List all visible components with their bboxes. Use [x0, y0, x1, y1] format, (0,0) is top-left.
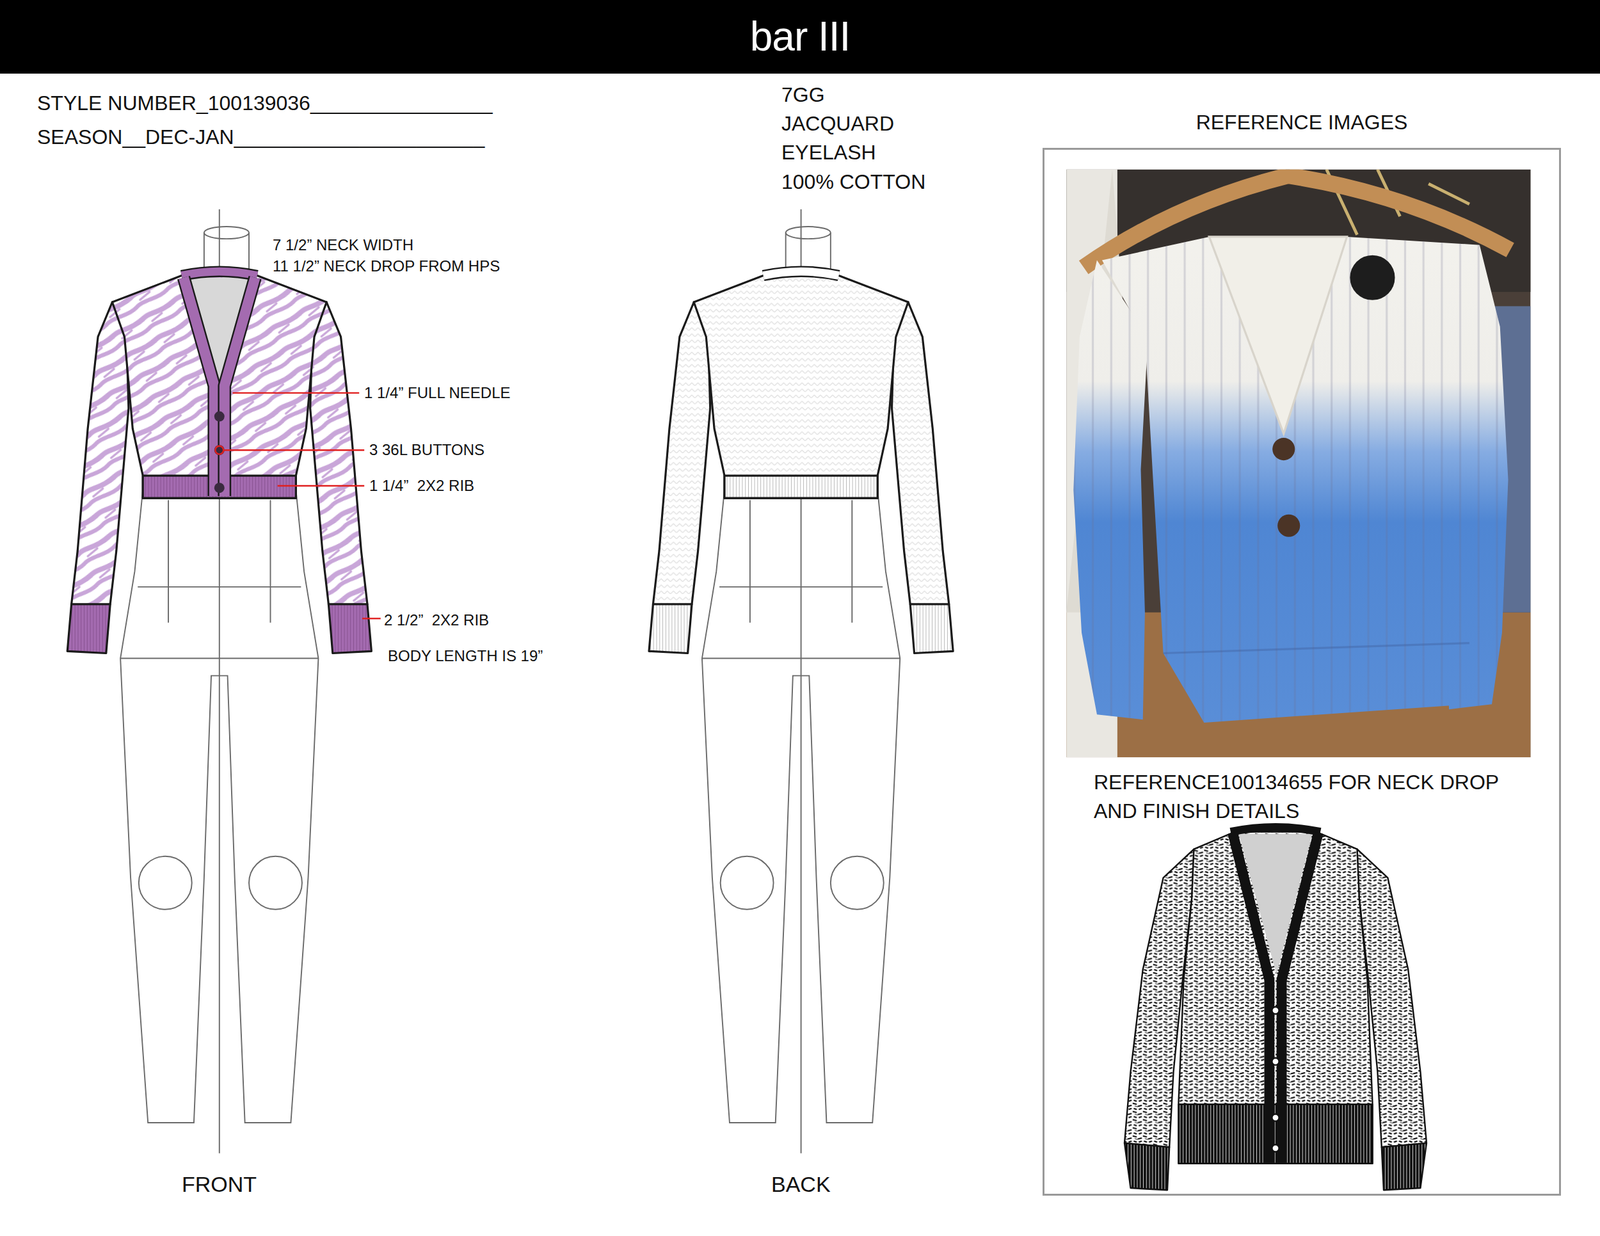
drawing-detail [112, 275, 327, 499]
drawing-detail [693, 275, 909, 499]
drawing-detail [181, 271, 258, 276]
reference-sketch [1124, 826, 1427, 1190]
measurement-note: BODY LENGTH IS 19” [387, 647, 543, 666]
drawing-detail [1178, 832, 1373, 1164]
measurement-note: 11 1/2” NECK DROP FROM HPS [272, 257, 500, 276]
spec-note: EYELASH [781, 140, 877, 165]
callout-label: 2 1/2” 2X2 RIB [384, 611, 489, 630]
drawing-detail [1073, 260, 1148, 720]
drawing-detail [763, 271, 840, 276]
spec-note: 7GG [781, 82, 825, 107]
drawing-detail [1271, 1113, 1279, 1121]
drawing-detail [71, 302, 129, 605]
drawing-detail [1232, 832, 1270, 1164]
leader-lines [215, 392, 381, 619]
drawing-detail [891, 302, 949, 605]
drawing-detail [1178, 1104, 1373, 1163]
spec-note: 100% COTTON [781, 169, 926, 194]
measurement-note: 7 1/2” NECK WIDTH [272, 236, 414, 255]
view-label: FRONT [181, 1171, 257, 1198]
callout-label: 3 36L BUTTONS [369, 440, 485, 460]
drawing-detail [1277, 514, 1300, 537]
reference-photo [1066, 169, 1531, 758]
drawing-detail [724, 475, 878, 498]
drawing-detail [1271, 1006, 1279, 1014]
drawing-detail [1272, 437, 1295, 461]
drawing-detail [277, 485, 365, 487]
callout-label: 1 1/4” 2X2 RIB [369, 476, 475, 496]
drawing-detail [214, 411, 225, 422]
drawing-detail [183, 277, 215, 496]
panel-heading: REFERENCE IMAGES [1044, 110, 1560, 135]
drawing-detail [310, 302, 368, 605]
drawing-detail [1349, 255, 1395, 301]
drawing-detail [224, 277, 256, 496]
drawing-detail [328, 604, 372, 654]
drawing-detail [763, 271, 840, 276]
drawing-detail [362, 617, 381, 619]
drawing-detail [1271, 1144, 1279, 1152]
spec-note: JACQUARD [781, 111, 895, 136]
drawing-detail [215, 446, 224, 455]
drawing-detail [181, 271, 258, 276]
callout-label: 1 1/4” FULL NEEDLE [364, 384, 511, 403]
drawing-detail [214, 482, 225, 493]
season: SEASON__DEC-JAN______________________ [37, 124, 485, 150]
drawing-detail [224, 277, 256, 496]
drawing-detail [1271, 1057, 1279, 1065]
drawing-detail [1066, 169, 1531, 758]
drawing-detail [232, 392, 360, 394]
drawing-detail [1102, 236, 1480, 723]
drawing-detail [1124, 1143, 1170, 1190]
drawing-detail [1208, 236, 1347, 434]
drawing-detail [67, 604, 111, 654]
drawing-detail [214, 444, 225, 456]
drawing-detail [910, 604, 953, 654]
drawing-detail [1281, 832, 1319, 1164]
drawing-detail [183, 277, 215, 496]
cardigan-back [648, 271, 953, 653]
drawing-detail [1163, 643, 1470, 654]
brand-logo: bar III [0, 12, 1600, 62]
reference-panel: REFERENCE IMAGESREFERENCE100134655 FOR N… [1042, 147, 1561, 1196]
drawing-detail [1381, 1143, 1427, 1190]
drawing-detail [223, 449, 365, 451]
header-band: bar III [0, 0, 1600, 74]
drawing-detail [1102, 236, 1480, 723]
cardigan-front [67, 271, 372, 653]
style-number: STYLE NUMBER_100139036________________ [37, 90, 493, 116]
drawing-detail [1073, 260, 1148, 720]
drawing-detail [648, 604, 692, 654]
reference-note: REFERENCE100134655 FOR NECK DROP AND FIN… [1093, 768, 1542, 826]
drawing-detail [652, 302, 710, 605]
drawing-detail [1230, 826, 1321, 832]
view-label: BACK [771, 1171, 831, 1198]
